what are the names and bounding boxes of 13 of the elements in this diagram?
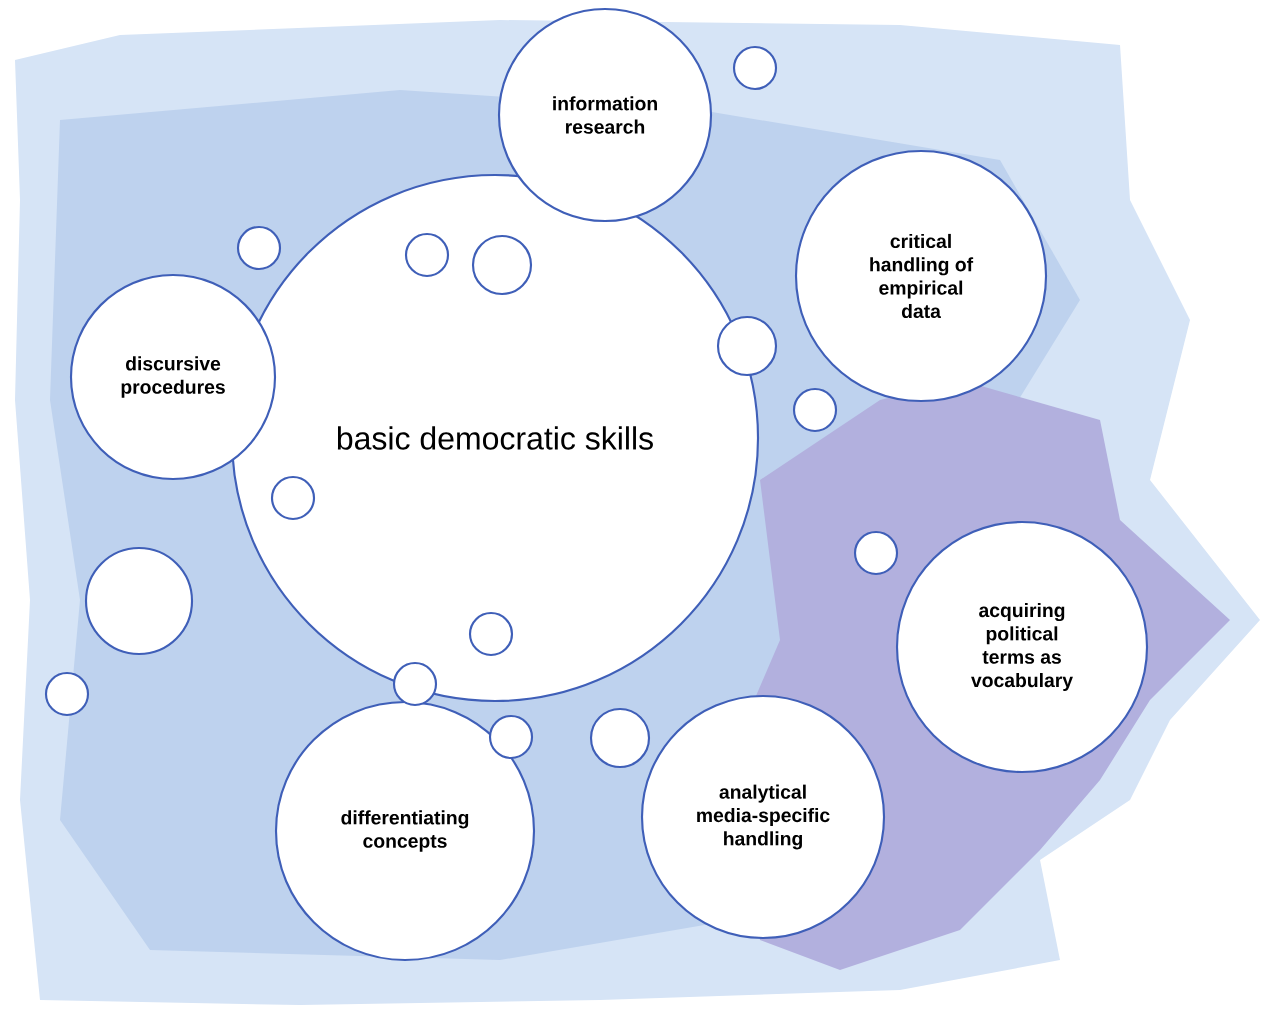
bubble [471, 234, 533, 296]
bubble [853, 530, 899, 576]
bubble [44, 671, 90, 717]
bubble [404, 232, 450, 278]
bubble [270, 475, 316, 521]
bubble [236, 225, 282, 271]
bubble [716, 315, 778, 377]
bubble [84, 546, 194, 656]
bubble [589, 707, 651, 769]
bubble [732, 45, 778, 91]
bubble [488, 714, 534, 760]
bubble [792, 387, 838, 433]
bubble [468, 611, 514, 657]
